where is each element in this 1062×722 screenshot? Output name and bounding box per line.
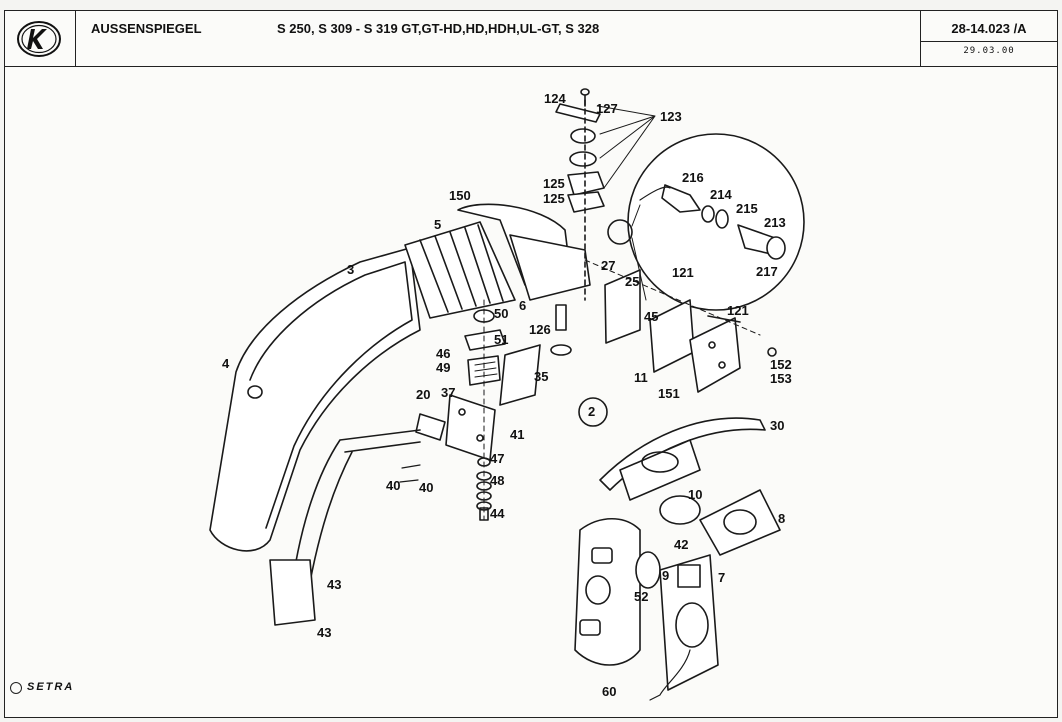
callout-30: 30 xyxy=(770,418,785,433)
callout-41: 41 xyxy=(510,427,525,442)
callout-42: 42 xyxy=(674,537,689,552)
callout-9: 9 xyxy=(662,568,670,583)
page-title: AUSSENSPIEGEL xyxy=(91,21,202,36)
callout-35: 35 xyxy=(534,369,549,384)
model-list: S 250, S 309 - S 319 GT,GT-HD,HD,HDH,UL-… xyxy=(277,21,600,36)
brand-name: SETRA xyxy=(27,681,75,693)
callout-123: 123 xyxy=(660,109,682,124)
housing-9 xyxy=(574,518,641,666)
k-logo-icon xyxy=(10,682,22,694)
callout-6: 6 xyxy=(519,298,527,313)
callout-44: 44 xyxy=(490,506,505,521)
mirror-arm xyxy=(289,429,421,611)
document-number: 28-14.023 /A xyxy=(951,21,1027,36)
callout-4: 4 xyxy=(222,356,230,371)
callout-125b: 125 xyxy=(543,191,565,206)
callout-7: 7 xyxy=(718,570,726,585)
callout-47: 47 xyxy=(490,451,505,466)
block-37 xyxy=(445,394,496,461)
callout-3: 3 xyxy=(347,262,355,277)
k-logo-icon xyxy=(17,21,61,57)
callout-150: 150 xyxy=(449,188,471,203)
callout-153: 153 xyxy=(770,371,792,386)
callout-216: 216 xyxy=(682,170,704,185)
callout-2: 2 xyxy=(588,404,596,419)
callout-40b: 40 xyxy=(419,480,434,495)
plate-25 xyxy=(604,269,641,344)
callout-40a: 40 xyxy=(386,478,401,493)
callout-43a: 43 xyxy=(327,577,342,592)
callout-8: 8 xyxy=(778,511,786,526)
callout-49: 49 xyxy=(436,360,451,375)
callout-37: 37 xyxy=(441,385,456,400)
callout-20: 20 xyxy=(416,387,431,402)
callout-52: 52 xyxy=(634,589,649,604)
callout-45: 45 xyxy=(644,309,659,324)
callout-121b: 121 xyxy=(727,303,749,318)
callout-213: 213 xyxy=(764,215,786,230)
document-number-box: 28-14.023 /A 29.03.00 xyxy=(920,11,1057,66)
callout-43b: 43 xyxy=(317,625,332,640)
callout-125a: 125 xyxy=(543,176,565,191)
callout-60: 60 xyxy=(602,684,617,699)
callout-126: 126 xyxy=(529,322,551,337)
plate-35 xyxy=(499,344,541,406)
housing-bolt-hole xyxy=(247,385,263,399)
plate-151 xyxy=(689,317,741,393)
callout-50: 50 xyxy=(494,306,509,321)
callout-214: 214 xyxy=(710,187,732,202)
callout-5: 5 xyxy=(434,217,442,232)
title-block: AUSSENSPIEGEL S 250, S 309 - S 319 GT,GT… xyxy=(5,11,1057,67)
callout-10: 10 xyxy=(688,487,703,502)
mirror-glass-7 xyxy=(659,554,719,691)
logo-cell xyxy=(5,11,76,66)
callout-27: 27 xyxy=(601,258,616,273)
callout-11: 11 xyxy=(634,370,648,385)
callout-152: 152 xyxy=(770,357,792,372)
mirror-housing xyxy=(209,247,421,552)
callout-215: 215 xyxy=(736,201,758,216)
callout-25: 25 xyxy=(625,274,640,289)
document-date: 29.03.00 xyxy=(963,46,1015,56)
callout-217: 217 xyxy=(756,264,778,279)
reference-circle-2 xyxy=(578,397,608,427)
callout-46: 46 xyxy=(436,346,451,361)
callout-124: 124 xyxy=(544,91,566,106)
bracket-6 xyxy=(509,234,591,301)
callout-51: 51 xyxy=(494,332,509,347)
callout-151: 151 xyxy=(658,386,680,401)
callout-48: 48 xyxy=(490,473,505,488)
callout-127: 127 xyxy=(596,101,618,116)
callout-121a: 121 xyxy=(672,265,694,280)
doc-divider xyxy=(921,41,1057,42)
